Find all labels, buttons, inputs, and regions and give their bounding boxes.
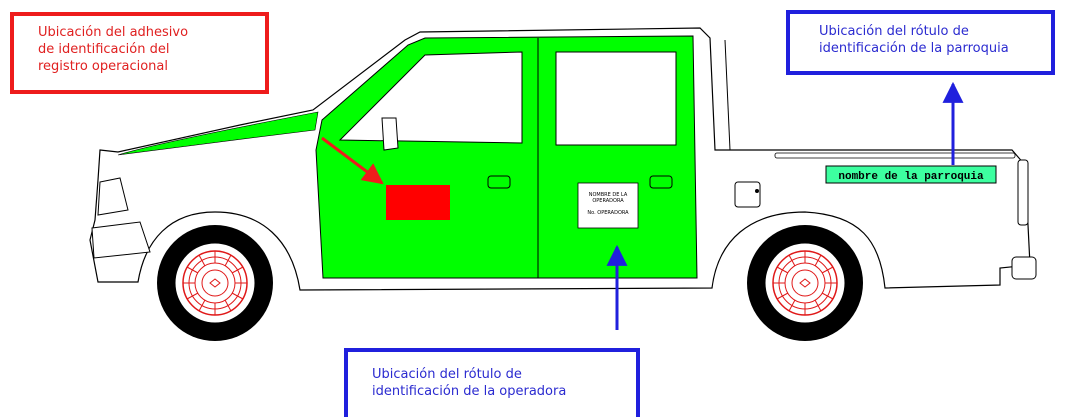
- callout-parroquia-line2: identificación de la parroquia: [819, 41, 1009, 56]
- rear-wheel: [746, 224, 864, 342]
- front-bumper: [91, 221, 151, 259]
- antenna: [724, 39, 731, 151]
- rear-window: [555, 51, 677, 146]
- rear-door-handle: [649, 175, 673, 189]
- parroquia-sign: [825, 165, 997, 184]
- callout-parroquia-line1: Ubicación del rótulo de: [819, 24, 969, 39]
- callout-registro-line2: de identificación del: [38, 42, 170, 57]
- operadora-sign-line3: No. OPERADORA: [587, 210, 629, 216]
- operadora-sign-line1: NOMBRE DE LA: [589, 192, 628, 198]
- fuel-door: [734, 181, 761, 208]
- parroquia-sign-text: nombre de la parroquia: [838, 171, 984, 183]
- callout-operadora-line1: Ubicación del rótulo de: [372, 367, 522, 382]
- rear-bumper: [1011, 256, 1037, 280]
- callout-parroquia: Ubicación del rótulo de identificación d…: [786, 10, 1055, 75]
- registro-sticker: [386, 185, 450, 220]
- front-wheel: [156, 224, 274, 342]
- front-door-handle: [487, 175, 511, 189]
- callout-registro-line1: Ubicación del adhesivo: [38, 25, 189, 40]
- hood-green-stripe: [117, 111, 319, 156]
- bed-rail: [774, 152, 1016, 159]
- side-mirror: [381, 117, 399, 151]
- headlight: [97, 177, 129, 216]
- callout-registro: Ubicación del adhesivo de identificación…: [10, 12, 269, 94]
- operadora-sign: [577, 182, 639, 229]
- red-arrow: [321, 136, 384, 185]
- callout-registro-line3: registro operacional: [38, 59, 168, 74]
- tail-light: [1017, 159, 1029, 226]
- callout-operadora-line2: identificación de la operadora: [372, 384, 567, 399]
- operadora-sign-line2: OPERADORA: [592, 198, 624, 204]
- callout-operadora: Ubicación del rótulo de identificación d…: [344, 348, 640, 417]
